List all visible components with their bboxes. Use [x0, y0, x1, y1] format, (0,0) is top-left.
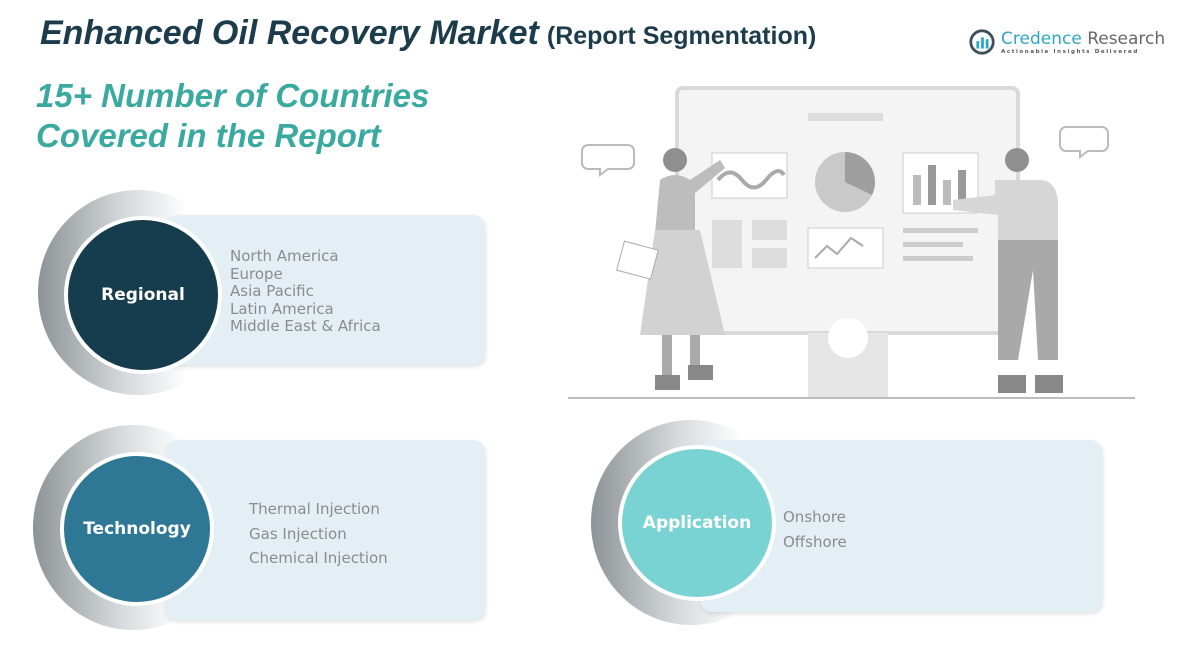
list-item: Thermal Injection: [249, 500, 380, 518]
segment-regional: Regional: [64, 216, 222, 374]
title-sub: (Report Segmentation): [546, 22, 817, 50]
list-item: North America: [230, 247, 339, 265]
presentation-illustration: [568, 86, 1135, 399]
list-item: Offshore: [783, 532, 847, 551]
logo-name: Credence Research: [1001, 29, 1166, 49]
segment-application: Application: [618, 445, 776, 601]
list-item: Chemical Injection: [249, 549, 388, 567]
logo-chart-icon: [969, 29, 995, 55]
list-item: Latin America: [230, 299, 334, 318]
page-title: Enhanced Oil Recovery Market(Report Segm…: [40, 14, 816, 53]
logo-tagline: Actionable Insights Delivered: [1001, 49, 1139, 55]
list-item: Europe: [230, 264, 283, 283]
segment-technology: Technology: [60, 452, 214, 606]
technology-box: [165, 440, 485, 620]
application-items: Onshore Offshore: [783, 505, 847, 554]
technology-items: Thermal Injection Gas Injection Chemical…: [249, 497, 388, 571]
list-item: Gas Injection: [249, 524, 347, 543]
list-item: Onshore: [783, 508, 846, 526]
list-item: Asia Pacific: [230, 282, 314, 300]
list-item: Middle East & Africa: [230, 317, 381, 335]
title-main: Enhanced Oil Recovery Market: [40, 14, 539, 52]
credence-logo: Credence Research Actionable Insights De…: [968, 28, 1165, 56]
regional-items: North America Europe Asia Pacific Latin …: [230, 247, 381, 336]
